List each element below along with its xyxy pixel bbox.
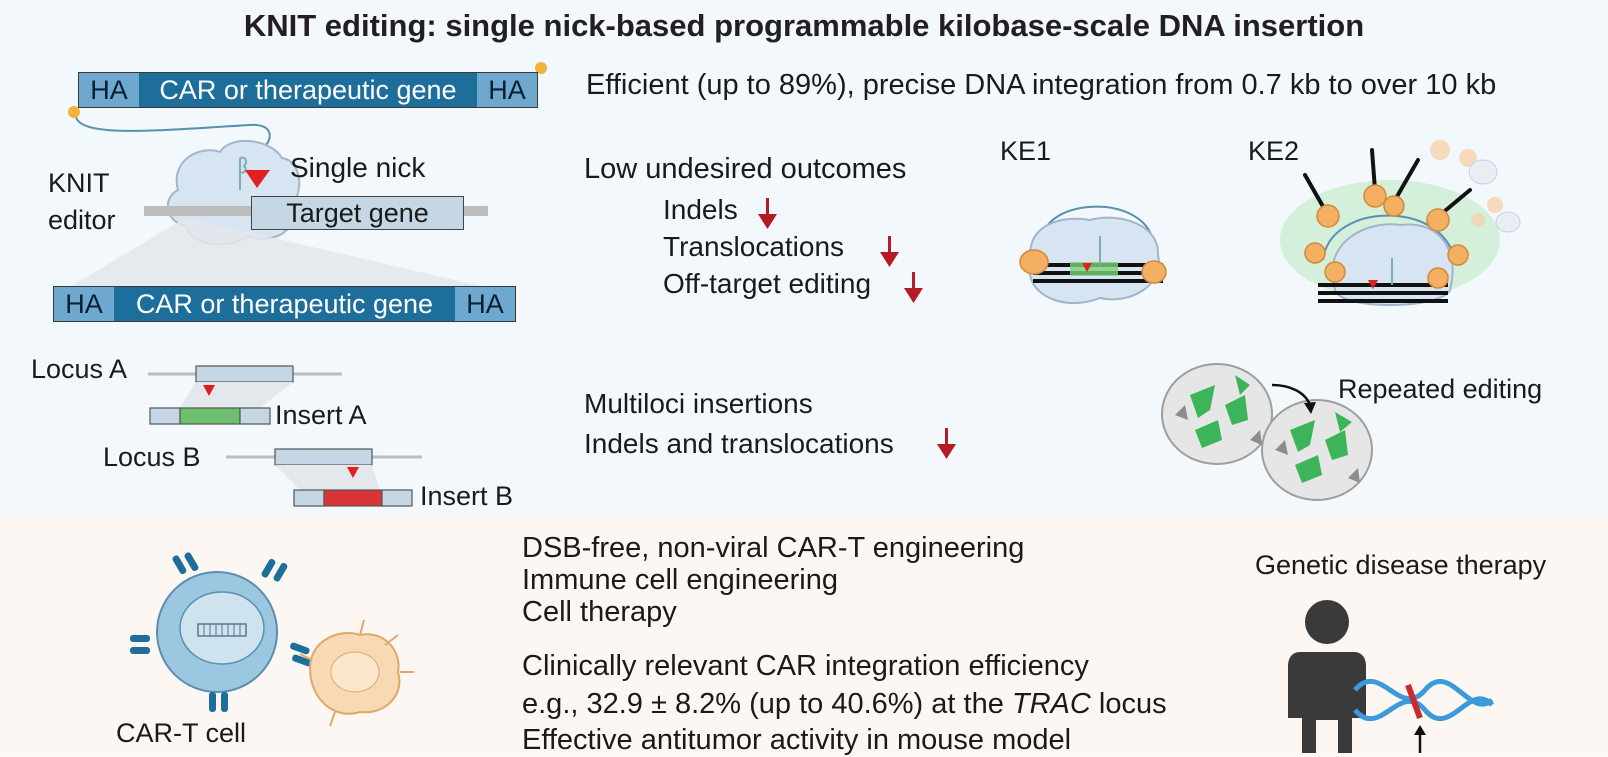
down-arrow-off-target <box>904 272 923 303</box>
efficiency-statement: Efficient (up to 89%), precise DNA integ… <box>586 69 1497 101</box>
clinical-value-prefix: e.g., 32.9 ± 8.2% (up to 40.6%) at the <box>522 688 1012 720</box>
down-arrow-indels <box>758 198 777 229</box>
donor-tether-line <box>74 111 271 151</box>
repeat-arrow <box>1271 383 1312 406</box>
editor-label-line2: editor <box>48 205 116 235</box>
donor-construct: HA CAR or therapeutic gene HA <box>78 72 538 108</box>
integration-funnel <box>58 218 515 294</box>
repeated-editing-label: Repeated editing <box>1338 374 1543 404</box>
locus-a-label: Locus A <box>31 354 128 384</box>
ke1-label: KE1 <box>1000 136 1052 166</box>
figure-title: KNIT editing: single nick-based programm… <box>243 8 1365 43</box>
donor-cargo: CAR or therapeutic gene <box>139 73 477 107</box>
integrated-product: HA CAR or therapeutic gene HA <box>53 286 516 322</box>
multiloci-subtext: Indels and translocations <box>584 428 894 459</box>
car-t-cell-icon <box>130 552 312 712</box>
locus-b-label: Locus B <box>103 442 201 472</box>
donor-homology-arm-right: HA <box>477 73 537 107</box>
antitumor-statement: Effective antitumor activity in mouse mo… <box>522 724 1072 756</box>
donor-homology-arm-left: HA <box>79 73 139 107</box>
donor-end-dot-left <box>68 106 80 118</box>
target-gene-label: Target gene <box>286 197 429 228</box>
outcome-off-target: Off-target editing <box>663 268 872 299</box>
product-homology-arm-right: HA <box>455 287 515 321</box>
multiloci-heading: Multiloci insertions <box>584 388 813 419</box>
clinical-value-suffix: locus <box>1090 688 1167 720</box>
outcome-translocations: Translocations <box>663 231 845 262</box>
locus-a-diagram <box>148 365 342 425</box>
application-line-2: Immune cell engineering <box>522 564 838 596</box>
donor-end-dot-right <box>535 62 547 74</box>
car-t-cell-label: CAR-T cell <box>116 718 247 748</box>
low-outcomes-heading: Low undesired outcomes <box>584 153 907 185</box>
product-cargo: CAR or therapeutic gene <box>114 287 455 321</box>
target-gene-box: Target gene <box>251 196 464 230</box>
application-line-3: Cell therapy <box>522 596 677 628</box>
clinical-efficiency-value: e.g., 32.9 ± 8.2% (up to 40.6%) at the T… <box>522 688 1167 721</box>
genetic-disease-label: Genetic disease therapy <box>1255 550 1547 580</box>
ke1-icon <box>1019 205 1167 305</box>
insert-a-label: Insert A <box>275 400 367 430</box>
locus-b-diagram <box>226 448 422 507</box>
tumor-cell-icon <box>299 619 414 727</box>
insert-b-label: Insert B <box>420 481 514 511</box>
clinical-efficiency-heading: Clinically relevant CAR integration effi… <box>522 650 1089 682</box>
outcome-indels: Indels <box>663 194 738 225</box>
down-arrow-multiloci <box>937 428 956 459</box>
trac-locus-name: TRAC <box>1011 688 1091 720</box>
repeated-editing-dishes <box>1161 363 1373 501</box>
down-arrow-translocations <box>880 236 899 267</box>
ke2-icon <box>1280 140 1521 306</box>
editor-label-line1: KNIT <box>48 168 110 198</box>
product-homology-arm-left: HA <box>54 287 114 321</box>
nick-triangle <box>245 170 270 188</box>
decrease-arrows <box>758 198 956 459</box>
single-nick-label: Single nick <box>290 152 426 183</box>
ke2-label: KE2 <box>1248 136 1300 166</box>
person-dna-icon <box>1288 600 1494 753</box>
application-line-1: DSB-free, non-viral CAR-T engineering <box>522 532 1025 564</box>
